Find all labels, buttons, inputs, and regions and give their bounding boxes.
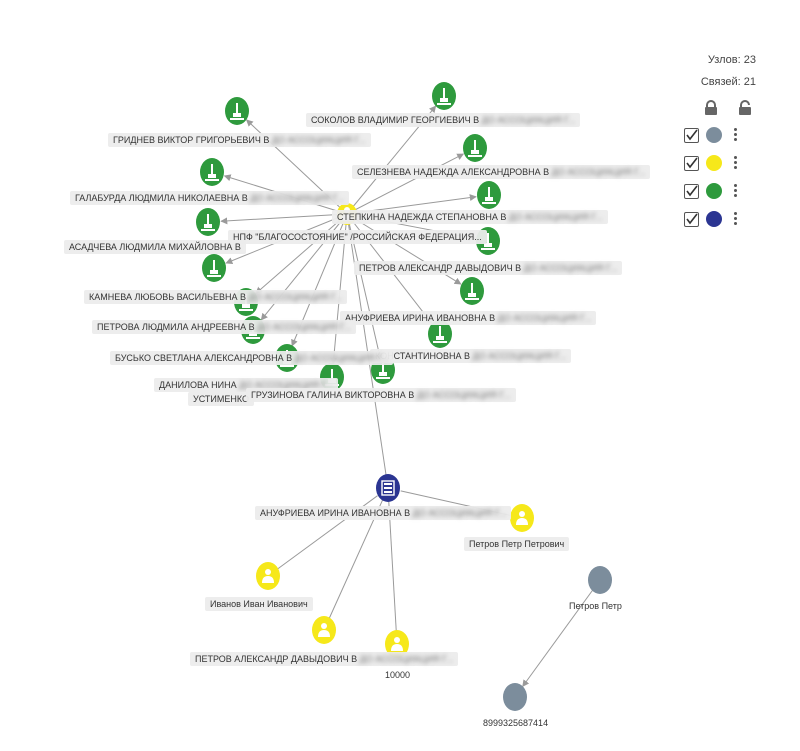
yellow-person-node[interactable] bbox=[312, 616, 336, 644]
yellow-person-node[interactable] bbox=[510, 504, 534, 532]
filter-row[interactable] bbox=[684, 210, 764, 230]
yellow-person-node[interactable] bbox=[385, 630, 409, 658]
color-filters bbox=[646, 126, 756, 236]
filter-color-dot bbox=[706, 211, 722, 227]
graph-edge bbox=[522, 579, 601, 688]
filter-color-dot bbox=[706, 155, 722, 171]
yellow-person-node[interactable] bbox=[256, 562, 280, 590]
filter-checkbox[interactable] bbox=[684, 128, 699, 143]
label-asadcheva[interactable]: АСАДЧЕВА ЛЮДМИЛА МИХАЙЛОВНА В bbox=[64, 240, 246, 254]
filter-checkbox[interactable] bbox=[684, 156, 699, 171]
green-account-node[interactable] bbox=[463, 134, 487, 162]
label-hub[interactable]: НПФ "БЛАГОСОСТОЯНИЕ" /РОССИЙСКАЯ ФЕДЕРАЦ… bbox=[228, 230, 487, 244]
green-account-node[interactable] bbox=[196, 208, 220, 236]
label-anufrieva-center[interactable]: АНУФРИЕВА ИРИНА ИВАНОВНА В ДО АССОЦИАЦИЯ… bbox=[255, 506, 512, 520]
label-kamneva[interactable]: КАМНЕВА ЛЮБОВЬ ВАСИЛЬЕВНА В ДО АССОЦИАЦИ… bbox=[84, 290, 348, 304]
center-node[interactable] bbox=[376, 474, 400, 502]
lock-controls bbox=[646, 96, 756, 126]
label-petrov-cluster[interactable]: ПЕТРОВ АЛЕКСАНДР ДАВЫДОВИЧ В ДО АССОЦИАЦ… bbox=[354, 261, 623, 275]
graph-panel: Узлов: 23 Связей: 21 bbox=[646, 52, 756, 236]
label-selezneva[interactable]: СЕЛЕЗНЕВА НАДЕЖДА АЛЕКСАНДРОВНА В ДО АСС… bbox=[352, 165, 651, 179]
green-account-node[interactable] bbox=[225, 97, 249, 125]
gray-node[interactable] bbox=[503, 683, 527, 711]
label-konstantinovna[interactable]: КОНСТАНТИНОВНА В ДО АССОЦИАЦИЯ Г... bbox=[370, 349, 572, 363]
gray-node[interactable] bbox=[588, 566, 612, 594]
graph-edge bbox=[346, 153, 465, 215]
unlock-icon[interactable] bbox=[738, 100, 752, 116]
label-ustimenko[interactable]: УСТИМЕНКО bbox=[188, 392, 255, 406]
graph-edge bbox=[323, 499, 384, 631]
filter-checkbox[interactable] bbox=[684, 212, 699, 227]
filter-row[interactable] bbox=[684, 182, 764, 202]
label-ivanov[interactable]: Иванов Иван Иванович bbox=[205, 597, 313, 611]
graph-edge bbox=[388, 500, 398, 645]
label-sokolov[interactable]: СОКОЛОВ ВЛАДИМИР ГЕОРГИЕВИЧ В ДО АССОЦИА… bbox=[306, 113, 581, 127]
graph-edge bbox=[346, 213, 387, 476]
more-menu-icon[interactable] bbox=[734, 128, 738, 142]
label-petrov-aleksandr[interactable]: ПЕТРОВ АЛЕКСАНДР ДАВЫДОВИЧ В ДО АССОЦИАЦ… bbox=[190, 652, 459, 666]
label-gruzinova[interactable]: ГРУЗИНОВА ГАЛИНА ВИКТОРОВНА В ДО АССОЦИА… bbox=[246, 388, 516, 402]
green-account-node[interactable] bbox=[460, 277, 484, 305]
green-account-node[interactable] bbox=[202, 254, 226, 282]
green-account-node[interactable] bbox=[432, 82, 456, 110]
more-menu-icon[interactable] bbox=[734, 156, 738, 170]
green-account-node[interactable] bbox=[428, 320, 452, 348]
link-count: Связей: 21 bbox=[700, 76, 756, 88]
filter-row[interactable] bbox=[684, 154, 764, 174]
green-account-node[interactable] bbox=[477, 181, 501, 209]
lock-icon[interactable] bbox=[704, 100, 718, 116]
label-petrova[interactable]: ПЕТРОВА ЛЮДМИЛА АНДРЕЕВНА В ДО АССОЦИАЦИ… bbox=[92, 320, 356, 334]
label-gridnev[interactable]: ГРИДНЕВ ВИКТОР ГРИГОРЬЕВИЧ В ДО АССОЦИАЦ… bbox=[108, 133, 371, 147]
label-phone[interactable]: 8999325687414 bbox=[483, 718, 549, 728]
label-anufrieva-cluster[interactable]: АНУФРИЕВА ИРИНА ИВАНОВНА В ДО АССОЦИАЦИЯ… bbox=[340, 311, 597, 325]
graph-edge bbox=[220, 213, 348, 225]
filter-color-dot bbox=[706, 183, 722, 199]
filter-color-dot bbox=[706, 127, 722, 143]
label-amount[interactable]: 10000 bbox=[385, 670, 411, 680]
label-stepkina[interactable]: СТЕПКИНА НАДЕЖДА СТЕПАНОВНА В ДО АССОЦИА… bbox=[332, 210, 608, 224]
label-petrov-petr-petrovich[interactable]: Петров Петр Петрович bbox=[464, 537, 570, 551]
node-count: Узлов: 23 bbox=[707, 54, 756, 66]
filter-row[interactable] bbox=[684, 126, 764, 146]
green-account-node[interactable] bbox=[200, 158, 224, 186]
filter-checkbox[interactable] bbox=[684, 184, 699, 199]
label-galaburda[interactable]: ГАЛАБУРДА ЛЮДМИЛА НИКОЛАЕВНА В ДО АССОЦИ… bbox=[70, 191, 350, 205]
graph-edge bbox=[255, 213, 348, 294]
more-menu-icon[interactable] bbox=[734, 184, 738, 198]
label-petrov-petr[interactable]: Петров Петр bbox=[569, 601, 622, 611]
label-busko[interactable]: БУСЬКО СВЕТЛАНА АЛЕКСАНДРОВНА В ДО АССОЦ… bbox=[110, 351, 394, 365]
more-menu-icon[interactable] bbox=[734, 212, 738, 226]
